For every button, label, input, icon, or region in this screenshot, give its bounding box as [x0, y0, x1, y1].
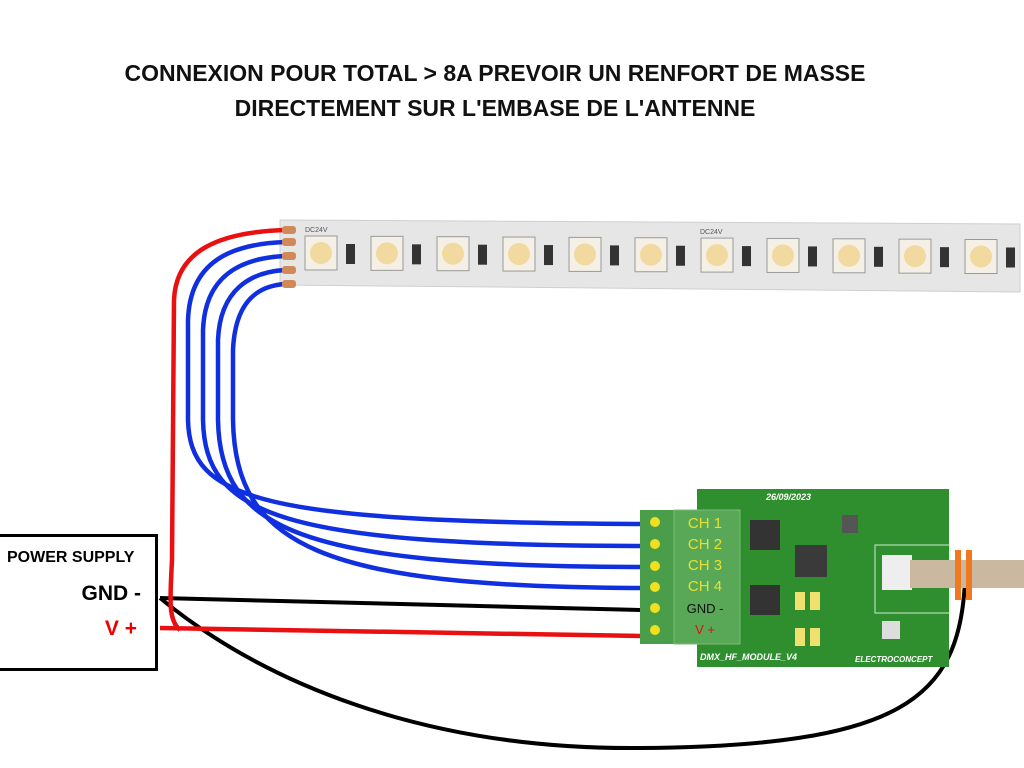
led-lens — [442, 242, 464, 265]
resistor — [610, 245, 619, 266]
power-supply-label: POWER SUPPLY — [7, 549, 135, 566]
terminal-label-vplus: V + — [695, 622, 715, 637]
resistor — [742, 246, 751, 267]
led-lens — [904, 245, 926, 268]
terminal-label-ch1: CH 1 — [687, 515, 723, 532]
ground-reinforcement-wire — [158, 579, 967, 751]
led-lens — [970, 245, 992, 268]
resistor — [412, 244, 421, 265]
resistor — [874, 246, 883, 267]
power-supply: POWER SUPPLY GND - V + — [0, 534, 158, 671]
title-line-1: CONNEXION POUR TOTAL > 8A PREVOIR UN REN… — [124, 60, 866, 86]
led-strip: DC24V DC24V — [279, 219, 1021, 293]
vplus-wire — [159, 227, 641, 639]
pcb-date: 26/09/2023 — [765, 492, 811, 502]
terminal-block — [640, 509, 741, 645]
pcb-name: DMX_HF_MODULE_V4 — [700, 652, 797, 662]
gnd-wire — [159, 596, 641, 612]
resistor — [544, 245, 553, 266]
title-line-2: DIRECTEMENT SUR L'EMBASE DE L'ANTENNE — [234, 95, 756, 121]
antenna-connector — [910, 550, 1024, 600]
resistor — [478, 244, 487, 265]
led-lens — [838, 244, 860, 267]
ch3-wire — [215, 267, 641, 570]
terminal-label-ch4: CH 4 — [687, 578, 723, 595]
led-lens — [508, 243, 530, 266]
led-lens — [640, 243, 662, 266]
terminal-label-ch3: CH 3 — [687, 557, 723, 574]
resistor — [1006, 247, 1015, 268]
power-supply-gnd: GND - — [81, 582, 142, 605]
resistor — [676, 245, 685, 266]
led-lens — [574, 243, 596, 266]
pcb-brand: ELECTROCONCEPT — [855, 655, 933, 664]
strip-marking-2: DC24V — [700, 229, 723, 236]
resistor — [940, 247, 949, 268]
power-supply-vplus: V + — [104, 617, 137, 640]
led-lens — [772, 244, 794, 267]
resistor — [808, 246, 817, 267]
strip-marking: DC24V — [305, 227, 328, 234]
terminal-label-gnd: GND - — [686, 601, 724, 616]
ch2-wire — [200, 253, 641, 549]
led-lens — [706, 244, 728, 267]
ch1-wire — [185, 239, 641, 527]
resistor — [346, 244, 355, 264]
led-lens — [376, 242, 398, 265]
terminal-label-ch2: CH 2 — [687, 536, 723, 553]
led-lens — [310, 242, 332, 264]
ch4-wire — [230, 281, 641, 591]
